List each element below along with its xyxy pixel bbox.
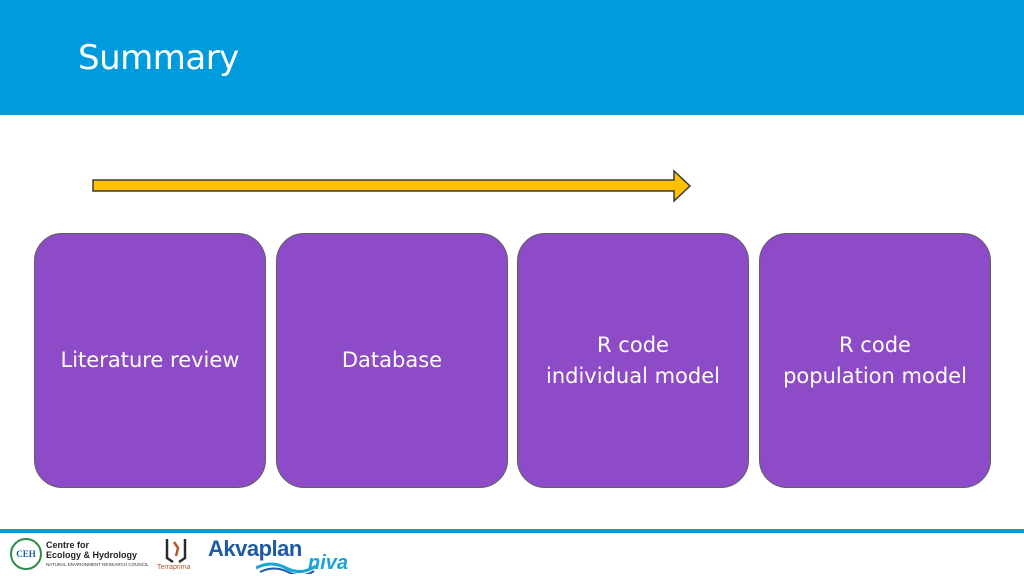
step-label-line2: population model [783, 363, 967, 388]
progress-arrow [92, 169, 692, 203]
step-label-line1: R code [839, 332, 911, 357]
terraprima-logo-text: Terraprima [157, 564, 191, 571]
akvaplan-logo-text: Akvaplan [208, 536, 302, 561]
ceh-logo-text: Centre for Ecology & Hydrology [46, 540, 137, 560]
step-label-line1: R code [597, 332, 669, 357]
step-box-population-model: R code population model [759, 233, 991, 488]
ceh-subtitle: NATURAL ENVIRONMENT RESEARCH COUNCIL [46, 562, 149, 567]
terraprima-logo-icon [165, 539, 187, 564]
footer-divider [0, 529, 1024, 533]
step-box-literature-review: Literature review [34, 233, 266, 488]
slide-title: Summary [78, 38, 239, 78]
footer-logos: CEH Centre for Ecology & Hydrology NATUR… [8, 536, 368, 574]
niva-logo-text: niva [308, 552, 349, 574]
step-label: Database [341, 348, 443, 372]
akvaplan-wave-icon [256, 562, 316, 574]
ceh-abbrev: CEH [16, 549, 36, 559]
ceh-line1: Centre for [46, 540, 90, 550]
step-label: Literature review [60, 348, 240, 372]
step-label-line2: individual model [546, 363, 720, 388]
ceh-logo-icon: CEH [10, 538, 42, 570]
step-box-individual-model: R code individual model [517, 233, 749, 488]
header-band: Summary [0, 0, 1024, 115]
step-box-database: Database [276, 233, 508, 488]
ceh-line2: Ecology & Hydrology [46, 550, 138, 560]
